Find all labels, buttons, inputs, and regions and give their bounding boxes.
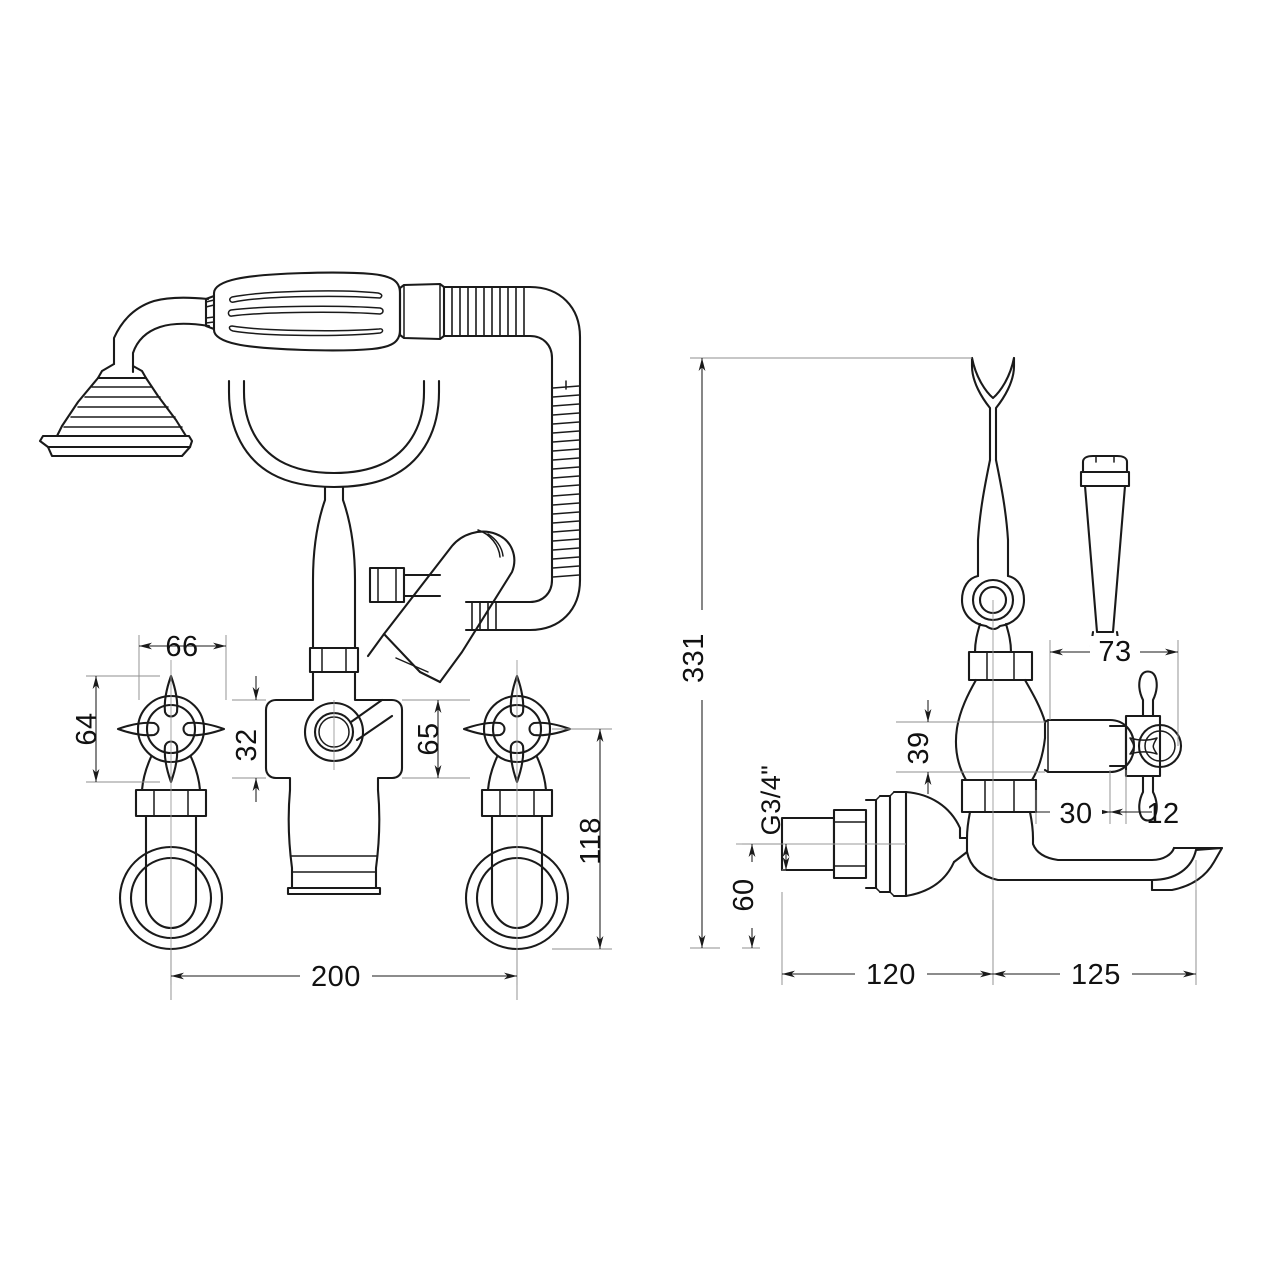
valve-body-side [954, 650, 1136, 840]
cross-handle-side [1108, 670, 1183, 822]
valve-body [264, 646, 404, 896]
dim-64-text: 64 [71, 712, 103, 745]
dim-125-text: 125 [1071, 959, 1121, 991]
dim-12-text: 12 [1146, 798, 1179, 830]
dim-66-text: 66 [165, 631, 198, 663]
front-view-dimensions: 66 64 32 65 118 200 [71, 631, 612, 1000]
diverter-handle-side [1079, 454, 1131, 648]
dim-120-text: 120 [866, 959, 916, 991]
dim-39-text: 39 [903, 731, 935, 764]
dim-200-text: 200 [311, 961, 361, 993]
hose-rib-bottom [464, 600, 502, 632]
spout-side [965, 836, 1224, 892]
dim-30-text: 30 [1059, 798, 1092, 830]
dim-32-text: 32 [231, 728, 263, 761]
hose-rib-vertical [550, 380, 582, 582]
shower-handset [38, 271, 446, 458]
dim-118-text: 118 [575, 817, 607, 865]
dim-331-text: 331 [678, 633, 710, 683]
handset-cradle [227, 379, 441, 652]
shower-hose [442, 285, 582, 632]
diverter-handle [349, 529, 516, 742]
handset-cradle-side [960, 356, 1026, 654]
side-view-dimensions: 331 39 73 30 12 60 [678, 357, 1197, 991]
dim-65-text: 65 [413, 722, 445, 755]
dim-G34-text: G3/4" [756, 765, 786, 836]
dim-73-text: 73 [1098, 636, 1131, 668]
hose-rib-top [442, 285, 532, 338]
side-view: 331 39 73 30 12 60 [678, 356, 1224, 991]
front-view: 66 64 32 65 118 200 [38, 271, 612, 1000]
dim-60-text: 60 [728, 878, 760, 911]
